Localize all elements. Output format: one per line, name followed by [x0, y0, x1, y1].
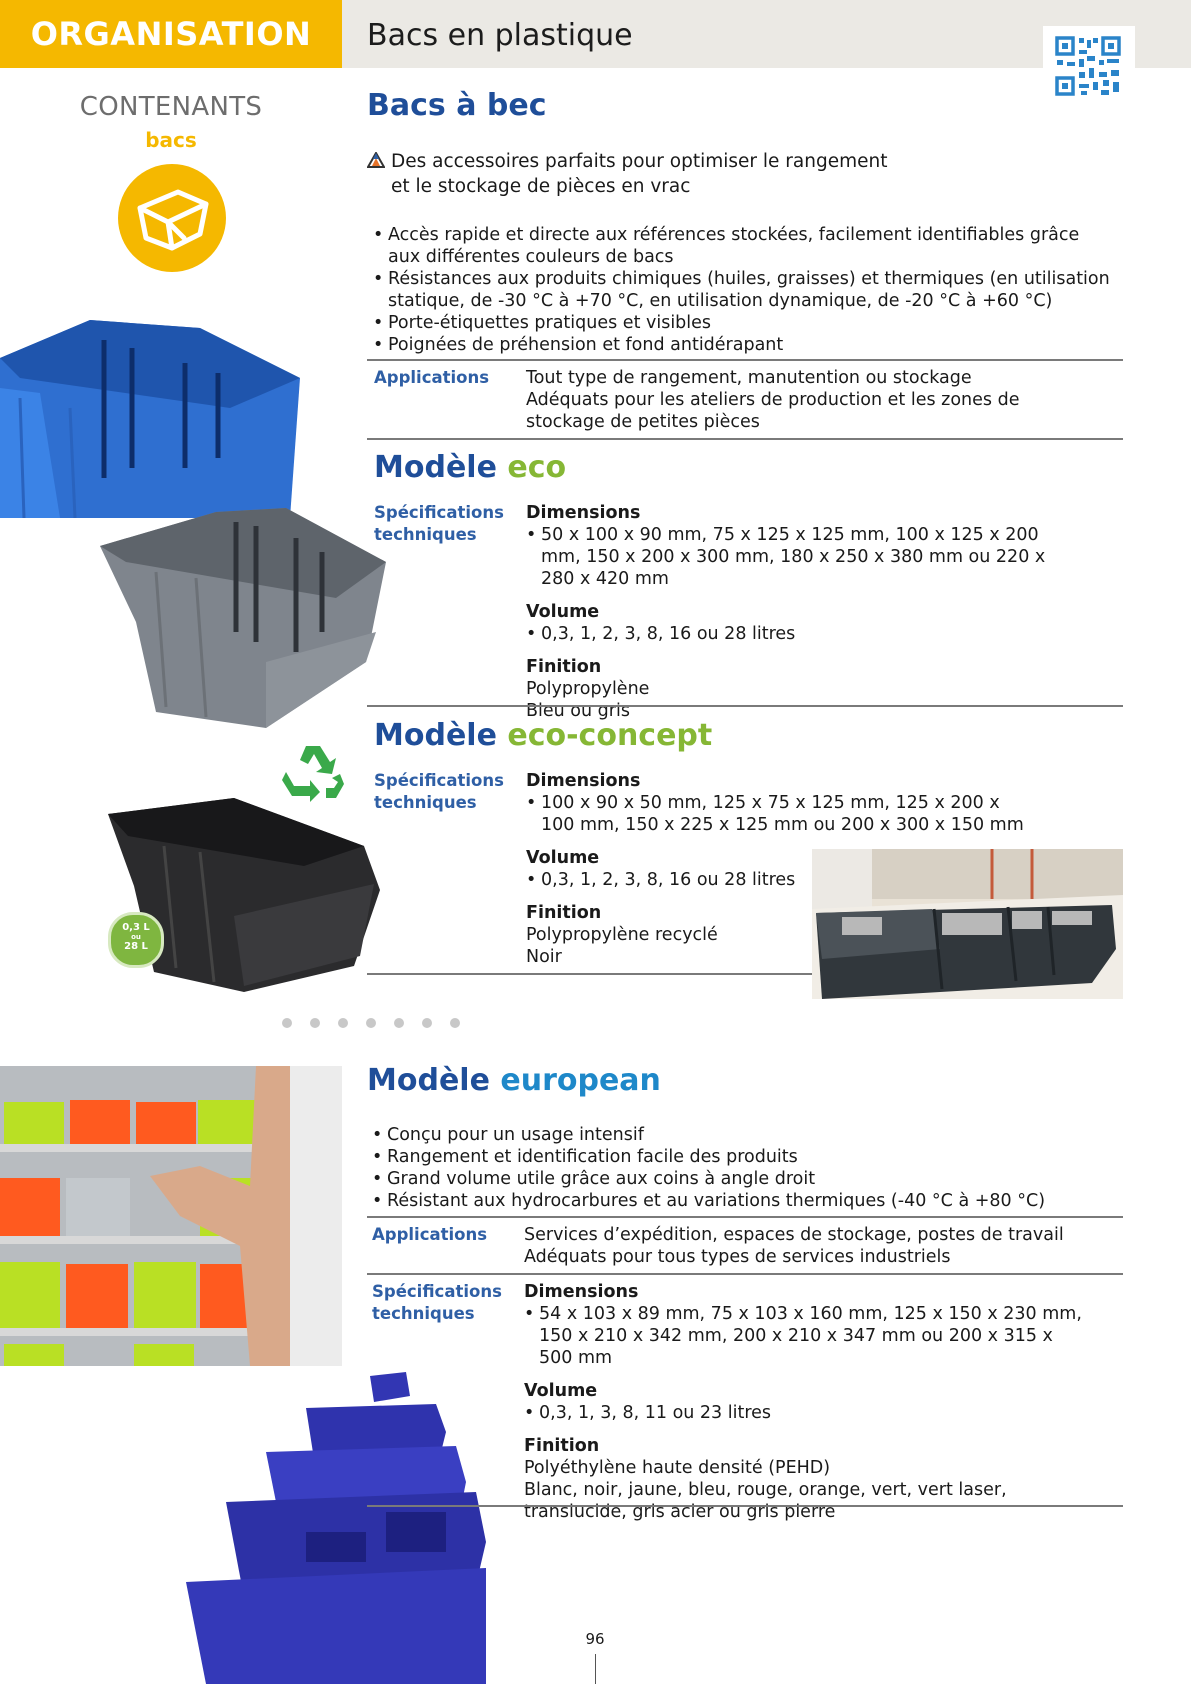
qr-code[interactable]: [1043, 26, 1135, 108]
shelving-photo: [0, 1066, 342, 1366]
bins-with-screws-photo: [812, 849, 1123, 999]
divider: [367, 1505, 1123, 1507]
european-specs: Dimensions 54 x 103 x 89 mm, 75 x 103 x …: [524, 1281, 1104, 1523]
list-item: Grand volume utile grâce aux coins à ang…: [372, 1168, 1112, 1190]
divider: [367, 973, 813, 975]
european-features: Conçu pour un usage intensif Rangement e…: [372, 1124, 1112, 1212]
section-label: CONTENANTS: [79, 92, 263, 122]
bacs-a-bec-title: Bacs à bec: [367, 88, 547, 123]
eco-title: Modèle eco: [374, 450, 567, 485]
list-item: 100 x 90 x 50 mm, 125 x 75 x 125 mm, 125…: [526, 792, 1026, 836]
european-applications-text: Services d’expédition, espaces de stocka…: [524, 1225, 1064, 1267]
capacity-badge: 0,3 L ou 28 L: [108, 912, 164, 968]
blue-stacked-bins-image: [186, 1372, 486, 1684]
european-title: Modèle european: [367, 1063, 661, 1098]
divider: [367, 359, 1123, 361]
bacs-a-bec-features: Accès rapide et directe aux références s…: [373, 224, 1113, 356]
list-item: Poignées de préhension et fond antidérap…: [373, 334, 1113, 356]
list-item: Rangement et identification facile des p…: [372, 1146, 1112, 1168]
european-applications-label: Applications: [372, 1225, 488, 1244]
divider: [367, 705, 1123, 707]
list-item: 54 x 103 x 89 mm, 75 x 103 x 160 mm, 125…: [524, 1303, 1090, 1369]
eco-concept-title: Modèle eco-concept: [374, 718, 713, 753]
page-title: Bacs en plastique: [367, 18, 633, 53]
list-item: 0,3, 1, 2, 3, 8, 16 ou 28 litres: [526, 623, 1086, 645]
warning-triangle-icon: [366, 150, 386, 168]
divider: [367, 1216, 1123, 1218]
page-number: 96: [585, 1630, 605, 1648]
list-item: Conçu pour un usage intensif: [372, 1124, 1112, 1146]
grey-bin-image: [96, 502, 396, 730]
subsection-label: bacs: [145, 128, 197, 152]
section-separator-dots: [282, 1013, 478, 1032]
list-item: 50 x 100 x 90 mm, 75 x 125 x 125 mm, 100…: [526, 524, 1082, 590]
intro-text: Des accessoires parfaits pour optimiser …: [391, 151, 888, 197]
recycle-icon: [280, 742, 346, 804]
divider: [367, 438, 1123, 440]
list-item: 0,3, 1, 3, 8, 11 ou 23 litres: [524, 1402, 1104, 1424]
footer-line: [595, 1654, 596, 1684]
eco-concept-specs: Dimensions 100 x 90 x 50 mm, 125 x 75 x …: [526, 770, 1086, 968]
eco-specs: Dimensions 50 x 100 x 90 mm, 75 x 125 x …: [526, 502, 1086, 722]
divider: [367, 1273, 1123, 1275]
applications-text: Tout type de rangement, manutention ou s…: [526, 368, 1020, 432]
blue-bin-image: [0, 318, 310, 519]
applications-label: Applications: [374, 368, 490, 387]
list-item: Accès rapide et directe aux références s…: [373, 224, 1113, 268]
list-item: Porte-étiquettes pratiques et visibles: [373, 312, 1113, 334]
list-item: 0,3, 1, 2, 3, 8, 16 ou 28 litres: [526, 869, 1086, 891]
open-box-icon: [118, 164, 226, 272]
list-item: Résistant aux hydrocarbures et au variat…: [372, 1190, 1112, 1212]
black-bin-image: [104, 796, 386, 992]
list-item: Résistances aux produits chimiques (huil…: [373, 268, 1113, 312]
category-tag: ORGANISATION: [0, 0, 342, 68]
